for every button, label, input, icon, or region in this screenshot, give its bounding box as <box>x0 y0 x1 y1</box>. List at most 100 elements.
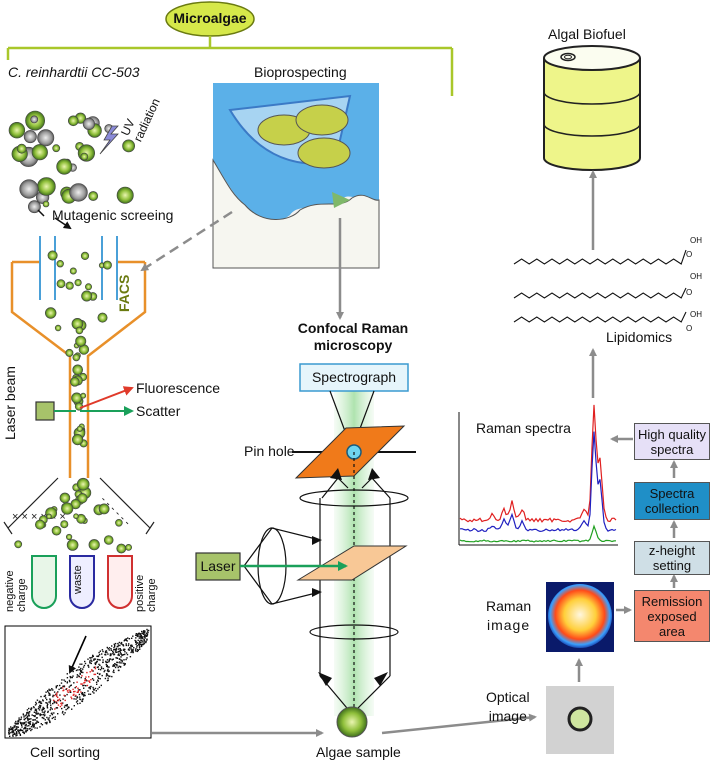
scatter-point <box>27 719 29 722</box>
scatter-point <box>141 640 143 642</box>
scatter-point <box>146 633 149 636</box>
scatter-point <box>92 688 95 690</box>
scatter-point <box>45 702 47 704</box>
scatter-point <box>25 721 27 723</box>
facs-cell <box>71 392 83 404</box>
bioprospect-to-facs-arrow <box>140 210 233 272</box>
scatter-point <box>107 670 110 673</box>
scatter-label: Scatter <box>136 403 181 419</box>
scatter-point <box>132 648 134 651</box>
facs-cell <box>72 353 81 362</box>
scatter-point <box>118 653 120 655</box>
scatter-point <box>106 661 109 663</box>
sorted-cell <box>73 513 79 520</box>
scatter-point <box>97 655 100 657</box>
sorted-cell <box>66 539 79 551</box>
scatter-point <box>120 656 122 658</box>
scatter-point <box>80 667 82 670</box>
scatter-point <box>123 662 125 664</box>
scatter-point <box>92 691 94 693</box>
scatter-point <box>117 651 119 653</box>
scatter-point <box>89 661 91 663</box>
scatter-point <box>102 667 105 670</box>
scatter-point <box>34 704 37 706</box>
scatter-point <box>107 666 109 668</box>
facs-cell <box>81 290 93 302</box>
sorted-cell <box>88 539 100 551</box>
scatter-point <box>145 641 147 644</box>
scatter-point <box>143 640 146 642</box>
scatter-point <box>108 649 110 651</box>
sorted-cell <box>77 493 88 504</box>
scatter-point <box>35 722 37 724</box>
scatter-point <box>84 678 86 680</box>
scatter-point <box>146 632 148 634</box>
scatter-point <box>83 694 86 696</box>
scatter-point <box>18 717 20 719</box>
scatter-point <box>55 685 57 687</box>
negative-charge-label: negative charge <box>4 570 28 612</box>
scatter-point <box>143 642 146 644</box>
facs-cell <box>80 251 90 260</box>
scatter-point <box>14 732 16 734</box>
scatter-point <box>41 716 43 719</box>
scatter-point <box>114 663 116 665</box>
algae-cell-cluster <box>8 110 136 214</box>
scatter-point <box>130 644 132 646</box>
facs-cell <box>75 335 87 347</box>
scatter-point <box>85 679 87 681</box>
scatter-point <box>135 633 137 635</box>
scatter-point <box>91 669 93 671</box>
algae-cell <box>37 177 56 196</box>
scatter-point <box>23 727 26 729</box>
scatter-point <box>124 653 126 656</box>
scatter-point <box>71 708 73 710</box>
scatter-point <box>42 713 45 716</box>
scatter-point <box>33 723 35 725</box>
scatter-point <box>48 693 51 695</box>
scatter-point <box>81 700 84 703</box>
scatter-point <box>19 729 21 732</box>
scatter-point <box>104 677 107 680</box>
scatter-point <box>23 728 25 730</box>
laser-beam-source <box>35 401 55 421</box>
scatter-point <box>139 636 142 638</box>
scatter-point <box>49 698 51 700</box>
scatter-point <box>142 636 144 638</box>
scatter-point <box>119 665 122 668</box>
scatter-point <box>52 689 54 691</box>
scatter-point <box>113 665 116 667</box>
scatter-point <box>132 635 134 637</box>
scatter-point <box>41 709 43 711</box>
scatter-point <box>48 720 51 722</box>
scatter-point <box>63 679 65 681</box>
scatter-point <box>144 634 146 636</box>
scatter-point <box>97 688 99 690</box>
scatter-point <box>81 663 83 665</box>
scatter-point <box>16 723 18 725</box>
scatter-point <box>107 648 109 650</box>
scatter-point <box>45 691 47 693</box>
scatter-point <box>136 646 138 648</box>
scatter-point <box>54 694 56 697</box>
scatter-point <box>79 698 81 700</box>
scatter-point <box>48 694 50 696</box>
scatter-point <box>40 702 42 704</box>
scatter-point <box>79 669 82 671</box>
scatter-point <box>130 646 132 648</box>
scatter-point <box>75 701 78 703</box>
scatter-point <box>138 637 140 639</box>
scatter-point <box>97 679 99 681</box>
scatter-point <box>76 703 79 705</box>
scatter-point <box>14 733 16 735</box>
spectrum-red <box>459 404 617 523</box>
scatter-point <box>19 734 22 736</box>
scatter-point <box>22 714 25 716</box>
scatter-point <box>64 712 66 714</box>
scatter-point <box>78 693 81 696</box>
scatter-point <box>10 731 12 734</box>
scatter-point <box>46 707 49 709</box>
scatter-point <box>98 673 101 676</box>
